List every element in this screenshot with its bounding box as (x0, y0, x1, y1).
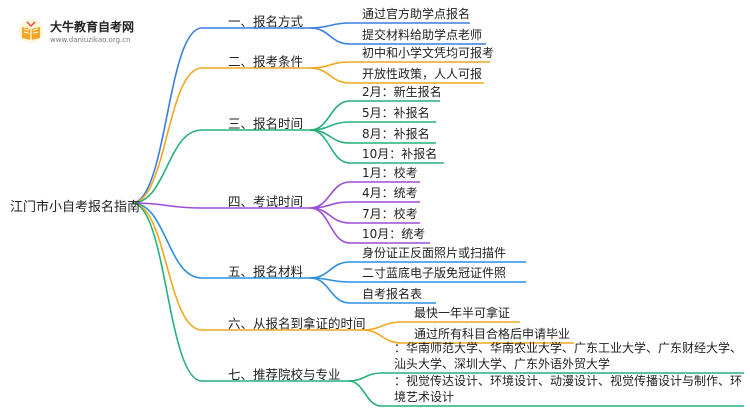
branch-label: 三、报名时间 (228, 116, 304, 131)
leaf-connector (347, 372, 383, 382)
leaf-item: 初中和小学文凭均可报考 (362, 46, 495, 60)
branch-label: 六、从报名到拿证的时间 (228, 316, 366, 331)
branch-label: 七、推荐院校与专业 (228, 367, 341, 382)
branch-label: 五、报名材料 (228, 264, 304, 279)
leaf-connector (309, 207, 351, 244)
leaf-item: 4月：统考 (362, 186, 418, 200)
leaf-connector (361, 321, 403, 331)
leaf-connector (309, 61, 351, 69)
leaf-item: 二寸蓝底电子版免冠证件照 (362, 266, 507, 280)
leaf-connector (361, 329, 403, 344)
leaf-connector (309, 129, 351, 164)
branch-label: 四、考试时间 (228, 194, 304, 209)
leaf-connector (309, 207, 351, 224)
leaf-item: 8月：补报名 (362, 127, 430, 141)
leaf-connector (309, 67, 351, 84)
leaf-connector (309, 22, 351, 29)
branch-connector (131, 129, 203, 204)
branch-label: 一、报名方式 (228, 14, 304, 29)
branch-connector (131, 202, 203, 209)
branch-connector (131, 67, 203, 204)
leaf-connector (309, 181, 351, 209)
leaf-item: 1月：校考 (362, 166, 418, 180)
leaf-item: ：华南师范大学、华南农业大学、广东工业大学、广东财经大学、汕头大学、深圳大学、广… (394, 341, 743, 371)
leaf-connector (347, 380, 383, 407)
logo-title: 大牛教育自考网 (50, 20, 135, 34)
leaf-item: 5月：补报名 (362, 106, 430, 120)
site-logo: 大牛教育自考网 www.daniuzikao.org.cn (14, 12, 134, 48)
leaf-item: 身份证正反面照片或扫描件 (362, 246, 507, 260)
branch-label: 二、报考条件 (228, 54, 304, 69)
leaf-connector (309, 27, 351, 45)
leaf-item: 7月：校考 (362, 207, 418, 221)
leaf-item: 2月：新生报名 (362, 85, 442, 99)
leaf-item: 最快一年半可拿证 (414, 306, 511, 320)
leaf-connector (309, 201, 351, 209)
leaf-item: 提交材料给助学点老师 (362, 28, 483, 42)
leaf-item: 通过官方助学点报名 (362, 7, 471, 21)
leaf-item: 自考报名表 (362, 287, 423, 301)
leaf-item: 10月：统考 (362, 227, 426, 241)
leaf-item: ：视觉传达设计、环境设计、动漫设计、视觉传播设计与制作、环境艺术设计 (394, 374, 743, 404)
branch-connector (131, 202, 203, 331)
leaf-connector (309, 277, 351, 304)
branch-connector (131, 202, 203, 382)
open-book-icon (19, 19, 43, 43)
leaf-item: 开放性政策，人人可报 (362, 67, 483, 81)
branch-connector (131, 202, 203, 279)
root-node: 江门市小自考报名指南 (10, 200, 141, 215)
branch-connector (131, 27, 203, 204)
leaf-item: 通过所有科目合格后申请毕业 (414, 327, 571, 341)
logo-url: www.daniuzikao.org.cn (50, 36, 131, 44)
leaf-connector (309, 261, 351, 279)
leaf-item: 10月：补报名 (362, 147, 438, 161)
